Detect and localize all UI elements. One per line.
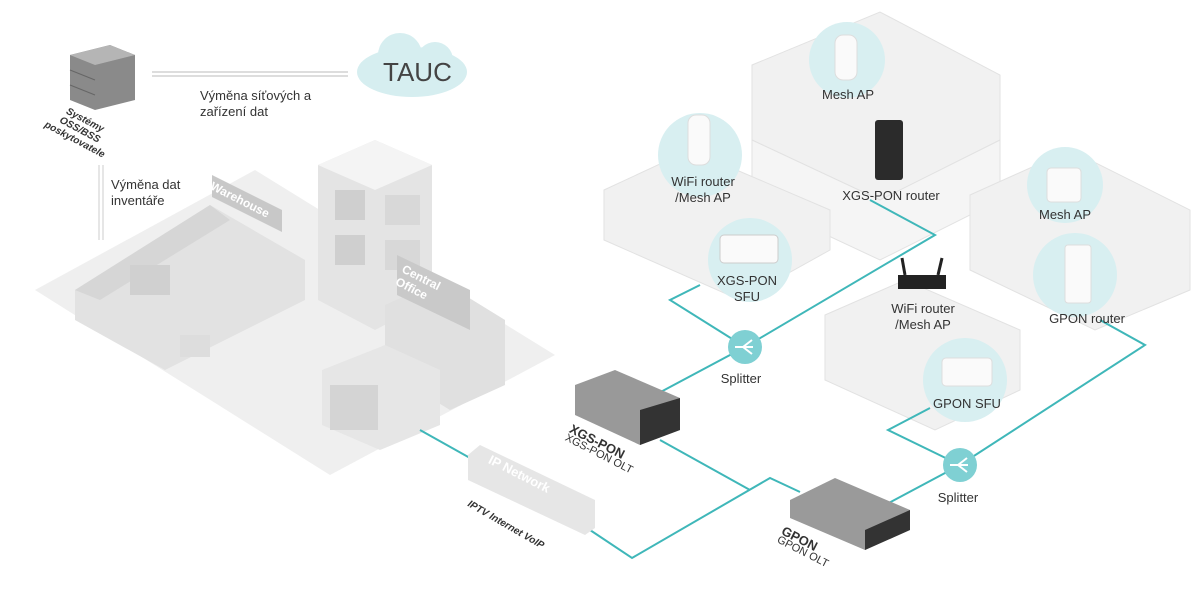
text-line: zařízení dat [200, 104, 268, 119]
wifi-router-mid-icon [898, 257, 946, 289]
mesh-ap-top-label: Mesh AP [821, 87, 875, 102]
mesh-ap-top-icon [834, 34, 858, 81]
xgs-pon-sfu-icon [719, 234, 779, 264]
mesh-ap-right-label: Mesh AP [1038, 207, 1092, 222]
data-center-building [322, 345, 440, 450]
tauc-label: TAUC [383, 57, 452, 87]
xgs-pon-sfu-label: XGS-PON SFU [717, 273, 777, 305]
inventory-exchange-label: Výměna dat inventáře [111, 177, 180, 209]
text-line: SFU [734, 289, 760, 304]
xgs-pon-router-icon [875, 120, 903, 180]
gpon-sfu-icon [941, 357, 993, 387]
gpon-router-label: GPON router [1049, 311, 1125, 326]
wifi-router-left-icon [687, 114, 711, 166]
splitter-label-1: Splitter [720, 371, 762, 386]
xgs-pon-router-label: XGS-PON router [842, 188, 940, 203]
xgs-pon-olt-icon [575, 370, 680, 445]
splitter-label-2: Splitter [937, 490, 979, 505]
ip-network-icon [468, 445, 595, 535]
network-exchange-label: Výměna síťových a zařízení dat [200, 88, 311, 120]
text-line: Výměna síťových a [200, 88, 312, 103]
text-line: Výměna dat [111, 177, 181, 192]
gpon-router-icon [1064, 244, 1092, 304]
tauc-cloud-icon [357, 33, 467, 97]
splitter-icon-1 [728, 330, 762, 364]
gpon-olt-icon [790, 478, 910, 550]
fiber-links [419, 199, 1147, 560]
text-line: WiFi router [891, 301, 955, 316]
mesh-ap-right-icon [1046, 167, 1082, 203]
splitter-icon-2 [943, 448, 977, 482]
text-line: inventáře [111, 193, 165, 208]
wifi-router-mid-label: WiFi router /Mesh AP [891, 301, 955, 333]
wifi-router-left-label: WiFi router /Mesh AP [671, 174, 735, 206]
text-line: /Mesh AP [895, 317, 951, 332]
text-line: WiFi router [671, 174, 735, 189]
warehouse-building [75, 175, 305, 370]
truck-icon [180, 335, 210, 357]
text-line: /Mesh AP [675, 190, 731, 205]
oss-server-icon [69, 45, 135, 110]
gpon-sfu-label: GPON SFU [933, 396, 1001, 411]
text-line: XGS-PON [717, 273, 777, 288]
